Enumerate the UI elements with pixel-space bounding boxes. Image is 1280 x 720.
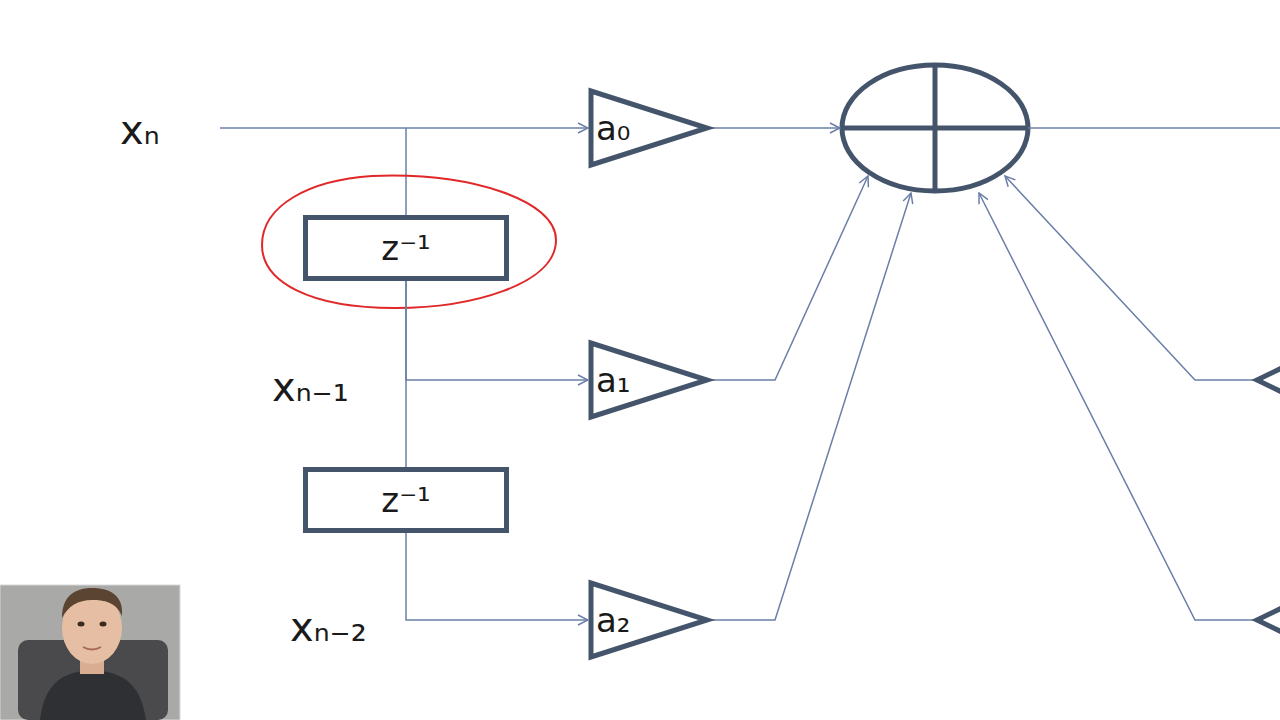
tap-wire — [405, 128, 407, 216]
feedback-wire — [1005, 176, 1255, 380]
sum-input-wire — [710, 193, 911, 620]
delay-box: z⁻¹ — [303, 467, 509, 533]
gain-triangle: a₂ — [588, 580, 710, 660]
signal-wire — [406, 533, 588, 620]
input-wire — [220, 127, 588, 129]
sum-input-wire — [710, 127, 840, 129]
highlight-circle — [262, 176, 556, 308]
signal-name: xₙ₋₁ — [272, 367, 349, 407]
gain-triangle-partial — [1257, 364, 1280, 396]
delay-box: z⁻¹ — [303, 215, 509, 281]
sum-input-wire — [710, 176, 868, 380]
gain-coefficient: a₂ — [588, 603, 630, 637]
signal-wire — [405, 281, 407, 467]
signal-name: xₙ₋₂ — [290, 607, 367, 647]
gain-triangle-partial — [1257, 604, 1280, 636]
gain-triangle: a₀ — [588, 88, 710, 168]
delay-operator: z⁻¹ — [381, 483, 430, 517]
summing-junction — [842, 65, 1028, 191]
signal-name: xₙ — [120, 110, 160, 150]
gain-coefficient: a₀ — [588, 111, 630, 145]
gain-coefficient: a₁ — [588, 363, 630, 397]
signal-wire — [406, 281, 588, 380]
feedback-wire — [979, 193, 1255, 620]
delay-operator: z⁻¹ — [381, 231, 430, 265]
output-wire — [1028, 127, 1280, 129]
presenter-webcam — [0, 585, 180, 720]
gain-triangle: a₁ — [588, 340, 710, 420]
